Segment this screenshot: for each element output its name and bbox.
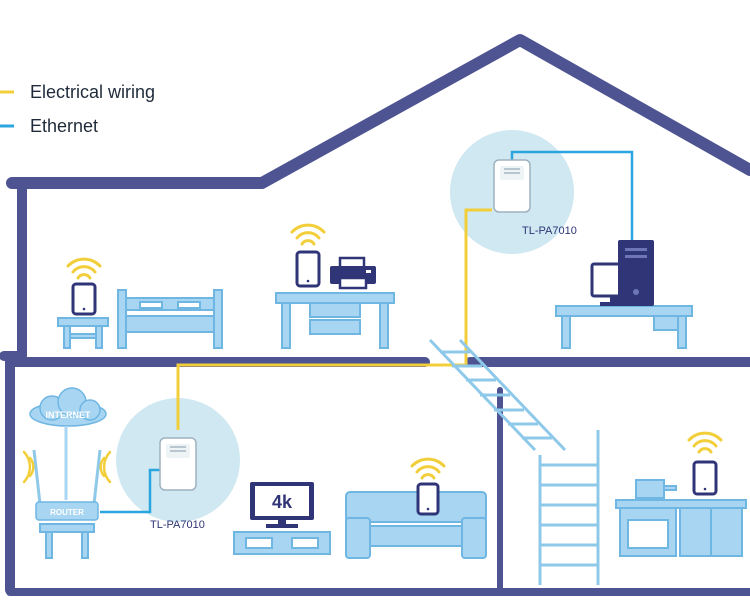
- legend-label-ethernet: Ethernet: [30, 116, 98, 136]
- router-label: ROUTER: [50, 508, 84, 517]
- legend: Electrical wiring Ethernet: [0, 82, 155, 136]
- staircase: [428, 338, 600, 585]
- sofa: [345, 491, 487, 559]
- tv-label: 4k: [272, 492, 293, 512]
- plug-adapter-icon: [159, 437, 197, 491]
- desk-upstairs: [275, 292, 395, 349]
- plug-adapter-icon: [493, 159, 531, 213]
- wifi-icon: [22, 450, 112, 484]
- ethernet-line-downstairs: [100, 468, 160, 514]
- kitchen-counter: [615, 479, 747, 557]
- tablet-icon: [295, 250, 321, 288]
- legend-label-electrical: Electrical wiring: [30, 82, 155, 102]
- roof-line: [6, 34, 750, 189]
- ethernet-line-upstairs: [510, 150, 634, 240]
- wifi-icon: [410, 457, 446, 480]
- wifi-icon: [66, 257, 102, 280]
- tv-icon: [250, 482, 314, 528]
- pc-tower-icon: [618, 240, 654, 306]
- adapter-label-upstairs: TL-PA7010: [522, 225, 577, 237]
- internet-label: INTERNET: [46, 410, 92, 420]
- tv-stand: [233, 531, 331, 555]
- router-icon: [32, 426, 102, 521]
- cloud-icon: [29, 387, 107, 427]
- bed: [117, 289, 223, 349]
- printer-icon: [330, 256, 376, 290]
- router-stand: [39, 523, 95, 559]
- outer-wall-left: [0, 178, 27, 361]
- adapter-label-downstairs: TL-PA7010: [150, 519, 205, 531]
- wifi-icon: [687, 431, 723, 454]
- tablet-icon: [692, 460, 718, 496]
- tablet-icon: [416, 482, 440, 516]
- tablet-icon: [71, 282, 97, 316]
- house-outline: [0, 34, 750, 596]
- side-table-upstairs: [57, 317, 109, 349]
- computer-desk: [555, 305, 693, 349]
- wifi-icon: [290, 223, 326, 246]
